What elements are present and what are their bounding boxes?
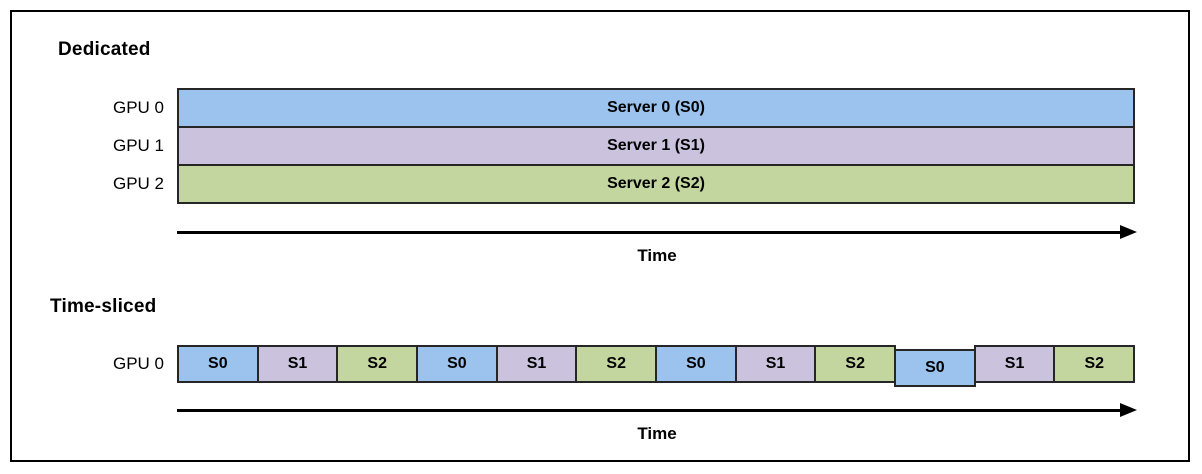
time-slice-track: S0 S1 S2 S0 S1 S2 S0 S1 S2 S0 S1 S2 [177, 345, 1136, 387]
gpu2-label: GPU 2 [112, 174, 164, 193]
server1-bar: Server 1 (S1) [177, 126, 1135, 166]
dedicated-time-axis: Time [177, 225, 1137, 266]
dedicated-gpu-rows: GPU 0 Server 0 (S0) GPU 1 Server 1 (S1) … [12, 88, 1135, 204]
time-sliced-time-axis: Time [177, 403, 1137, 444]
gpu1-label: GPU 1 [112, 136, 164, 155]
time-sliced-section-heading: Time-sliced [50, 296, 157, 317]
time-slice-9: S2 [814, 345, 897, 383]
time-slice-5: S1 [495, 345, 578, 383]
diagram-frame: Dedicated GPU 0 Server 0 (S0) GPU 1 Serv… [10, 10, 1190, 462]
dedicated-row-gpu1: GPU 1 Server 1 (S1) [12, 126, 1135, 166]
arrow-line [177, 230, 1120, 234]
time-slice-3: S2 [336, 345, 419, 383]
time-sliced-gpu-row: GPU 0 S0 S1 S2 S0 S1 S2 S0 S1 S2 S0 S1 S… [12, 345, 1136, 387]
arrowhead-icon [1120, 403, 1137, 417]
arrow-line [177, 408, 1120, 412]
time-slice-11: S1 [973, 345, 1056, 383]
dedicated-section-heading: Dedicated [58, 39, 151, 60]
sliced-gpu0-label: GPU 0 [112, 354, 164, 373]
time-slice-8: S1 [734, 345, 817, 383]
time-sliced-time-label: Time [637, 424, 677, 443]
arrowhead-icon [1120, 225, 1137, 239]
time-slice-12: S2 [1053, 345, 1136, 383]
time-slice-10: S0 [894, 349, 976, 387]
dedicated-row-gpu2: GPU 2 Server 2 (S2) [12, 164, 1135, 204]
dedicated-row-gpu0: GPU 0 Server 0 (S0) [12, 88, 1135, 128]
time-arrow [177, 225, 1137, 239]
time-slice-2: S1 [256, 345, 339, 383]
time-slice-1: S0 [177, 345, 259, 383]
time-slice-7: S0 [655, 345, 737, 383]
dedicated-time-label: Time [637, 246, 677, 265]
time-arrow [177, 403, 1137, 417]
time-slice-4: S0 [416, 345, 498, 383]
time-slice-6: S2 [575, 345, 658, 383]
server2-bar: Server 2 (S2) [177, 164, 1135, 204]
server0-bar: Server 0 (S0) [177, 88, 1135, 128]
gpu0-label: GPU 0 [112, 98, 164, 117]
